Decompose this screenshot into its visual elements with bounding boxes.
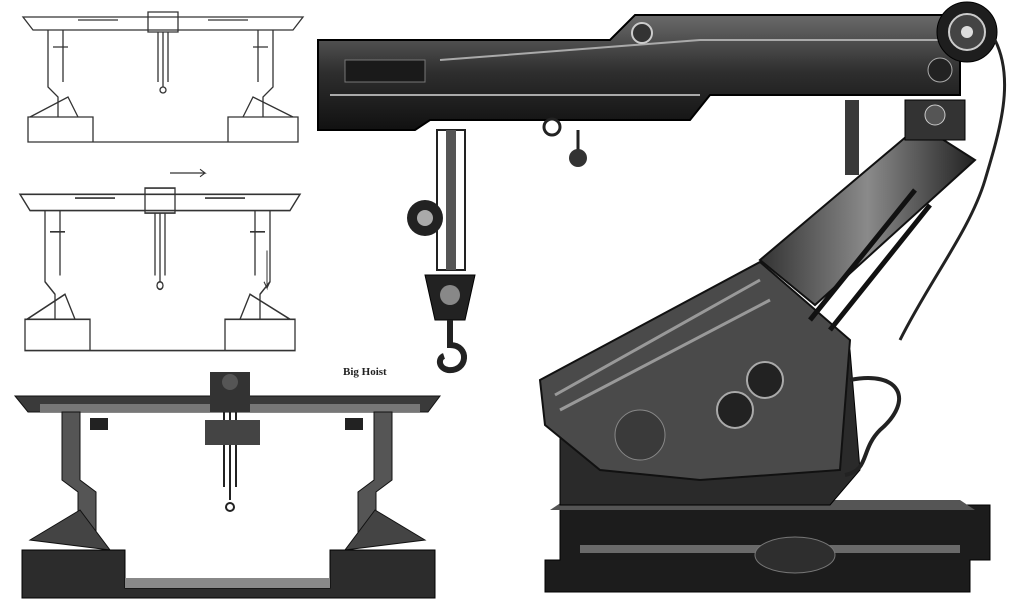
robotic-crane <box>317 1 1007 593</box>
big-hoist-gantry <box>13 372 441 599</box>
big-hoist-caption: Big Hoist <box>343 366 387 378</box>
gantry-sketch-top <box>22 11 304 143</box>
gantry-sketch-middle <box>19 168 301 352</box>
